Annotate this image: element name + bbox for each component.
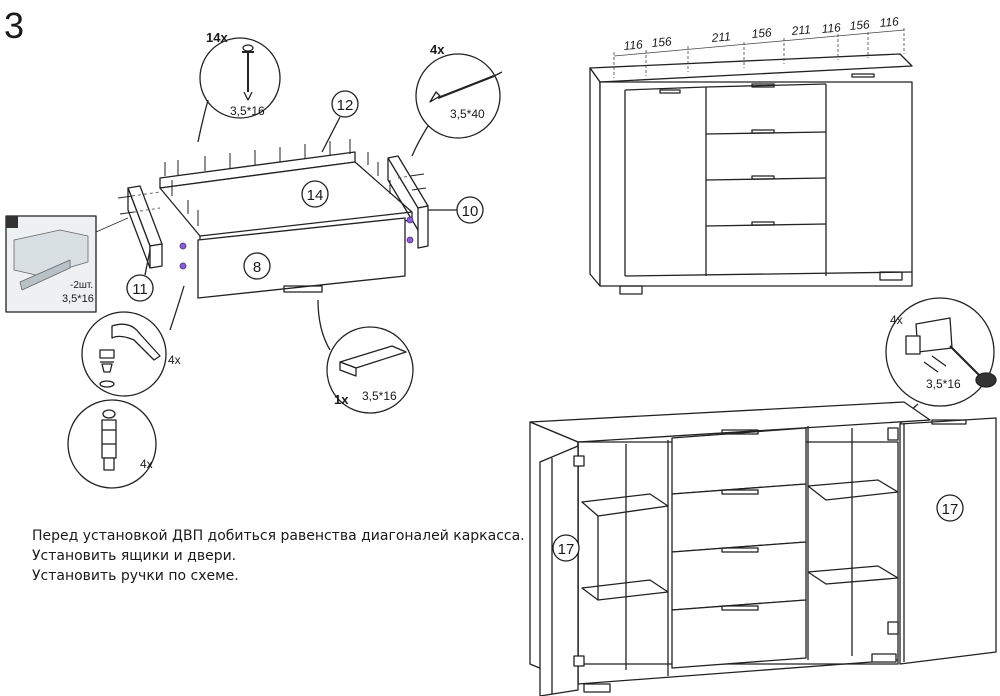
right-open-door — [899, 417, 997, 665]
dowel-qty: 4x — [140, 457, 153, 471]
dimension-5: 211 — [790, 22, 811, 38]
instruction-line-1: Перед установкой ДВП добиться равенства … — [32, 528, 525, 544]
dimension-3: 211 — [710, 29, 731, 45]
cam-fittings — [179, 216, 414, 270]
inset-size: 3,5*16 — [62, 293, 94, 305]
callout-hinge — [885, 297, 997, 425]
left-open-door — [539, 445, 579, 696]
assembly-instructions: Перед установкой ДВП добиться равенства … — [32, 526, 525, 586]
inset-qty: -2шт. — [70, 280, 93, 291]
part-label-17-right: 17 — [942, 501, 959, 518]
part-label-11: 11 — [132, 281, 148, 298]
callout-handle — [317, 299, 414, 414]
callout-hammer — [81, 285, 185, 397]
callout-top-screws — [197, 37, 281, 143]
part-label-12: 12 — [337, 97, 354, 114]
part-label-circles — [126, 90, 964, 562]
part-label-8: 8 — [253, 259, 261, 276]
instruction-line-2: Установить ящики и двери. — [32, 548, 237, 564]
part-label-14: 14 — [307, 187, 324, 204]
door-hinges — [573, 427, 899, 667]
callout-dowel — [67, 399, 157, 489]
top-screws-size: 3,5*16 — [230, 104, 265, 118]
hinge-size: 3,5*16 — [926, 377, 961, 391]
drawer-front-panel — [197, 217, 406, 299]
hinge-qty: 4x — [890, 313, 903, 327]
dimension-4: 156 — [751, 25, 772, 41]
cabinet-open-view — [529, 401, 997, 696]
dimension-6: 116 — [821, 20, 842, 36]
drawer-exploded-view — [117, 139, 429, 299]
top-screws-qty: 14x — [206, 30, 228, 45]
step-number: 3 — [4, 5, 24, 46]
side-screws-size: 3,5*40 — [450, 107, 485, 121]
side-screws-qty: 4x — [430, 42, 445, 57]
inset-detail-box — [5, 215, 129, 313]
cabinet-front-view — [589, 28, 913, 295]
dimension-8: 116 — [879, 14, 900, 30]
part-label-10: 10 — [462, 203, 479, 220]
handle-size: 3,5*16 — [362, 389, 397, 403]
dimension-lines — [613, 28, 905, 78]
instruction-line-3: Установить ручки по схеме. — [32, 568, 239, 584]
dimension-2: 156 — [651, 34, 672, 50]
cabinet-drawer-fronts — [671, 427, 807, 669]
part-label-17-left: 17 — [558, 541, 575, 558]
dimension-7: 156 — [849, 17, 870, 33]
drawer-handle-slot — [283, 285, 323, 293]
screw-markers — [117, 139, 427, 226]
callout-side-screws — [411, 53, 503, 157]
cam-lock-qty: 4x — [168, 353, 181, 367]
dimension-1: 116 — [623, 37, 644, 53]
handle-qty: 1x — [334, 392, 349, 407]
